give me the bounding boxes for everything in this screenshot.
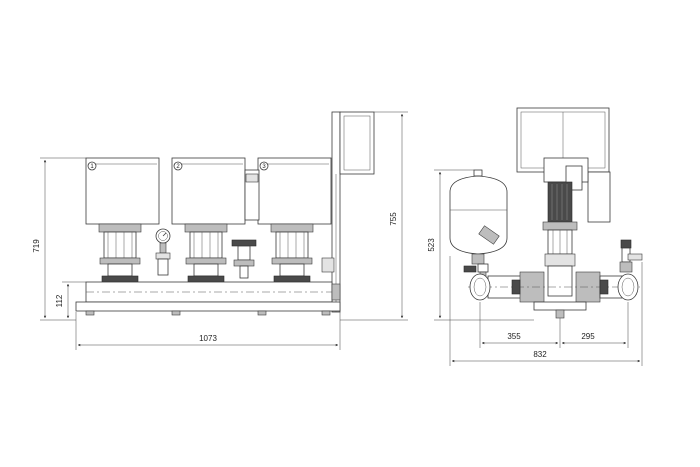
dimension-355: 355 bbox=[479, 302, 561, 348]
valve-icon bbox=[231, 239, 257, 279]
side-motor bbox=[543, 157, 589, 223]
svg-text:295: 295 bbox=[581, 332, 595, 341]
svg-text:1073: 1073 bbox=[199, 334, 217, 343]
pump-motor-3 bbox=[257, 157, 332, 225]
svg-text:755: 755 bbox=[389, 212, 398, 226]
svg-text:355: 355 bbox=[507, 332, 521, 341]
side-outlet-valve bbox=[619, 239, 643, 273]
control-panel bbox=[331, 111, 375, 313]
dimension-112: 112 bbox=[55, 281, 86, 319]
pump-number-badge-3: 3 bbox=[259, 161, 269, 171]
svg-text:112: 112 bbox=[55, 294, 64, 307]
svg-text:1: 1 bbox=[90, 164, 94, 170]
pump-number-badge-1: 1 bbox=[87, 161, 97, 171]
svg-text:3: 3 bbox=[262, 164, 266, 170]
diaphragm-tank bbox=[449, 169, 508, 265]
pump-body-3 bbox=[270, 223, 314, 283]
manifold-pipe bbox=[85, 281, 341, 303]
dimension-719: 719 bbox=[32, 157, 86, 321]
base-frame bbox=[75, 301, 341, 316]
svg-text:2: 2 bbox=[176, 164, 180, 170]
pressure-gauge-icon bbox=[155, 228, 171, 276]
pump-number-badge-2: 2 bbox=[173, 161, 183, 171]
svg-text:523: 523 bbox=[427, 238, 436, 252]
junction-box bbox=[244, 169, 260, 221]
svg-text:719: 719 bbox=[32, 239, 41, 253]
side-view: 523 355 295 832 bbox=[427, 107, 643, 366]
side-pipework bbox=[468, 271, 640, 303]
pump-motor-2 bbox=[171, 157, 246, 225]
dimension-832: 832 bbox=[449, 256, 643, 366]
svg-text:832: 832 bbox=[533, 350, 547, 359]
dimension-295: 295 bbox=[561, 302, 629, 348]
dimension-755: 755 bbox=[340, 111, 408, 321]
dimension-1073: 1073 bbox=[75, 312, 341, 350]
dimension-523: 523 bbox=[427, 169, 534, 321]
pump-motor-1 bbox=[85, 157, 160, 225]
front-view: 1 2 3 bbox=[32, 111, 408, 350]
side-base bbox=[533, 301, 587, 319]
side-pump-body bbox=[542, 221, 578, 297]
pump-body-1 bbox=[98, 223, 142, 283]
pump-body-2 bbox=[184, 223, 228, 283]
